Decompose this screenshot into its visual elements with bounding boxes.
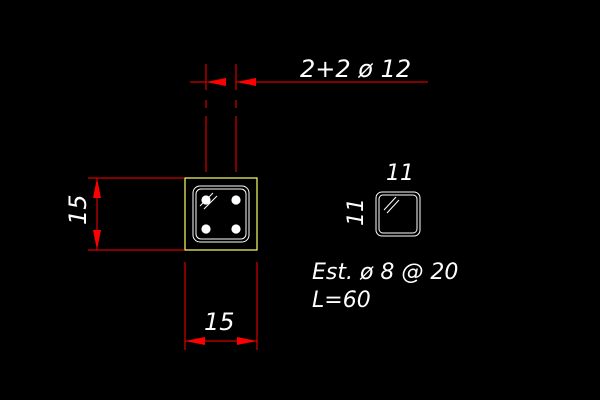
stirrup-detail-hook — [383, 196, 397, 211]
stirrup-height-label: 11 — [344, 198, 369, 226]
arrowhead-left — [206, 78, 226, 86]
arrowhead-right — [236, 78, 256, 86]
projection-lines — [205, 100, 237, 172]
rebar-top-right — [231, 195, 241, 205]
width-arrow-right — [237, 337, 257, 345]
section-width-label: 15 — [204, 308, 235, 336]
column-outline — [184, 177, 258, 251]
section-height-label: 15 — [64, 194, 92, 225]
height-arrow-top — [93, 178, 101, 198]
width-arrow-left — [185, 337, 205, 345]
height-dimension — [88, 177, 184, 251]
width-dimension — [184, 262, 258, 350]
rebar-bottom-right — [231, 224, 241, 234]
height-arrow-bottom — [93, 230, 101, 250]
stirrup-spec-label: Est. ø 8 @ 20 — [312, 260, 458, 285]
stirrup-detail — [375, 191, 421, 237]
stirrup-width-label: 11 — [386, 161, 414, 186]
rebar-bars — [201, 195, 241, 234]
rebar-bottom-left — [201, 224, 211, 234]
stirrup-length-label: L=60 — [312, 288, 371, 313]
top-rebar-label: 2+2 ø 12 — [300, 55, 411, 83]
top-rebar-dimension — [190, 64, 428, 90]
rebar-top-left — [201, 195, 211, 205]
stirrup — [192, 185, 250, 243]
